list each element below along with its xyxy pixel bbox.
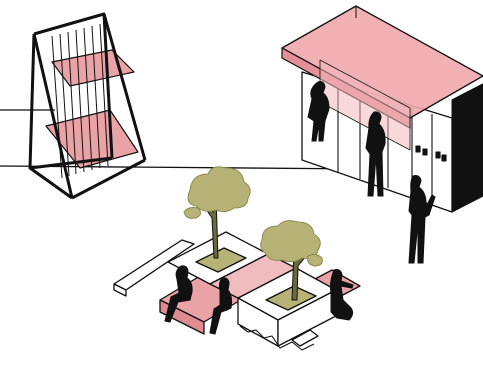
kiosk-end-wall <box>452 84 483 212</box>
planter-bench <box>114 232 360 350</box>
person-bench-sitting-right <box>330 270 353 320</box>
leader-line-kiosk <box>0 166 368 169</box>
shelf-frame <box>30 14 145 198</box>
ladder-shelf <box>30 14 145 198</box>
